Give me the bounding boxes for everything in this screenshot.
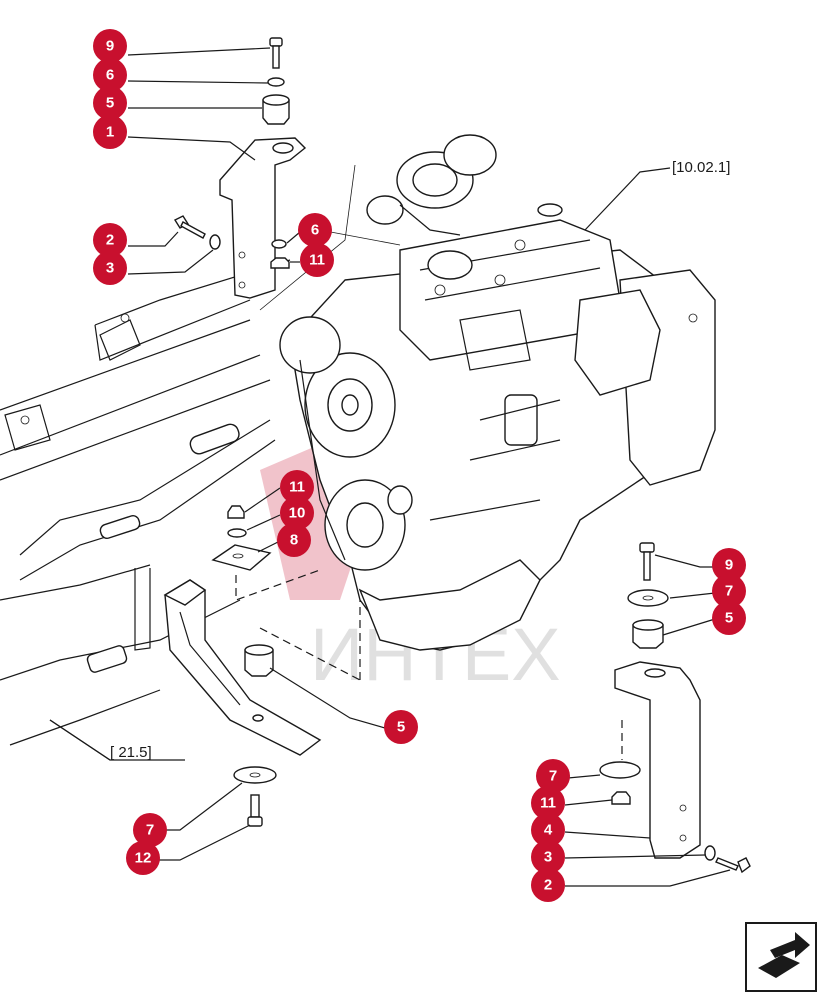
callout-number: 3 — [106, 260, 114, 277]
callout-number: 6 — [311, 222, 319, 239]
callout-11-middle[interactable]: 11 — [280, 470, 314, 504]
callout-number: 11 — [309, 252, 325, 269]
right-mount — [599, 542, 751, 874]
callout-number: 11 — [289, 479, 305, 496]
engine-assembly — [279, 134, 716, 651]
vehicle-frame — [0, 259, 291, 761]
callout-10-middle[interactable]: 10 — [280, 496, 314, 530]
callout-7-right-lower[interactable]: 7 — [536, 759, 570, 793]
callout-number: 7 — [146, 822, 154, 839]
leader-lines — [49, 47, 731, 887]
callout-number: 1 — [106, 124, 114, 141]
callout-9-top[interactable]: 9 — [93, 29, 127, 63]
callout-9-right[interactable]: 9 — [712, 548, 746, 582]
callout-number: 6 — [106, 67, 114, 84]
callout-6-top[interactable]: 6 — [93, 58, 127, 92]
callout-number: 9 — [106, 38, 114, 55]
middle-fasteners — [211, 505, 361, 681]
callout-number: 5 — [106, 95, 114, 112]
callout-number: 7 — [725, 583, 733, 600]
callout-4-right[interactable]: 4 — [531, 813, 565, 847]
frame-ref-text[interactable]: [ 21.5] — [110, 744, 152, 761]
callout-number: 4 — [544, 822, 553, 839]
callout-6-top-right[interactable]: 6 — [298, 213, 332, 247]
engine-ref-text[interactable]: [10.02.1] — [672, 159, 730, 176]
callout-number: 8 — [290, 532, 298, 549]
callout-number: 2 — [106, 232, 114, 249]
arrow-next-page-icon[interactable] — [745, 922, 817, 992]
lower-left-bracket — [163, 579, 322, 756]
callout-8-middle[interactable]: 8 — [277, 523, 311, 557]
callout-number: 2 — [544, 877, 552, 894]
callout-1-top[interactable]: 1 — [93, 115, 127, 149]
top-left-mount — [173, 37, 401, 311]
callout-5-top[interactable]: 5 — [93, 86, 127, 120]
callout-2-right[interactable]: 2 — [531, 868, 565, 902]
callout-7-right[interactable]: 7 — [712, 574, 746, 608]
callout-5-lower-left[interactable]: 5 — [384, 710, 418, 744]
callout-3-right[interactable]: 3 — [531, 840, 565, 874]
callout-number: 5 — [397, 719, 405, 736]
callout-11-top[interactable]: 11 — [300, 243, 334, 277]
callout-number: 3 — [544, 849, 552, 866]
callout-2-top[interactable]: 2 — [93, 223, 127, 257]
engine-ref-label[interactable]: [10.02.1] — [672, 159, 730, 176]
callout-12-lower-left[interactable]: 12 — [126, 841, 160, 875]
callout-11-right[interactable]: 11 — [531, 786, 565, 820]
callout-number: 11 — [540, 795, 556, 812]
lower-left-fasteners — [233, 644, 277, 827]
callout-5-right[interactable]: 5 — [712, 601, 746, 635]
callout-7-lower-left[interactable]: 7 — [133, 813, 167, 847]
callout-number: 5 — [725, 610, 733, 627]
frame-ref-label[interactable]: [ 21.5] — [110, 744, 152, 761]
callout-3-top[interactable]: 3 — [93, 251, 127, 285]
callout-number: 7 — [549, 768, 557, 785]
callout-number: 12 — [135, 850, 152, 867]
callout-number: 9 — [725, 557, 733, 574]
callout-number: 10 — [289, 505, 306, 522]
